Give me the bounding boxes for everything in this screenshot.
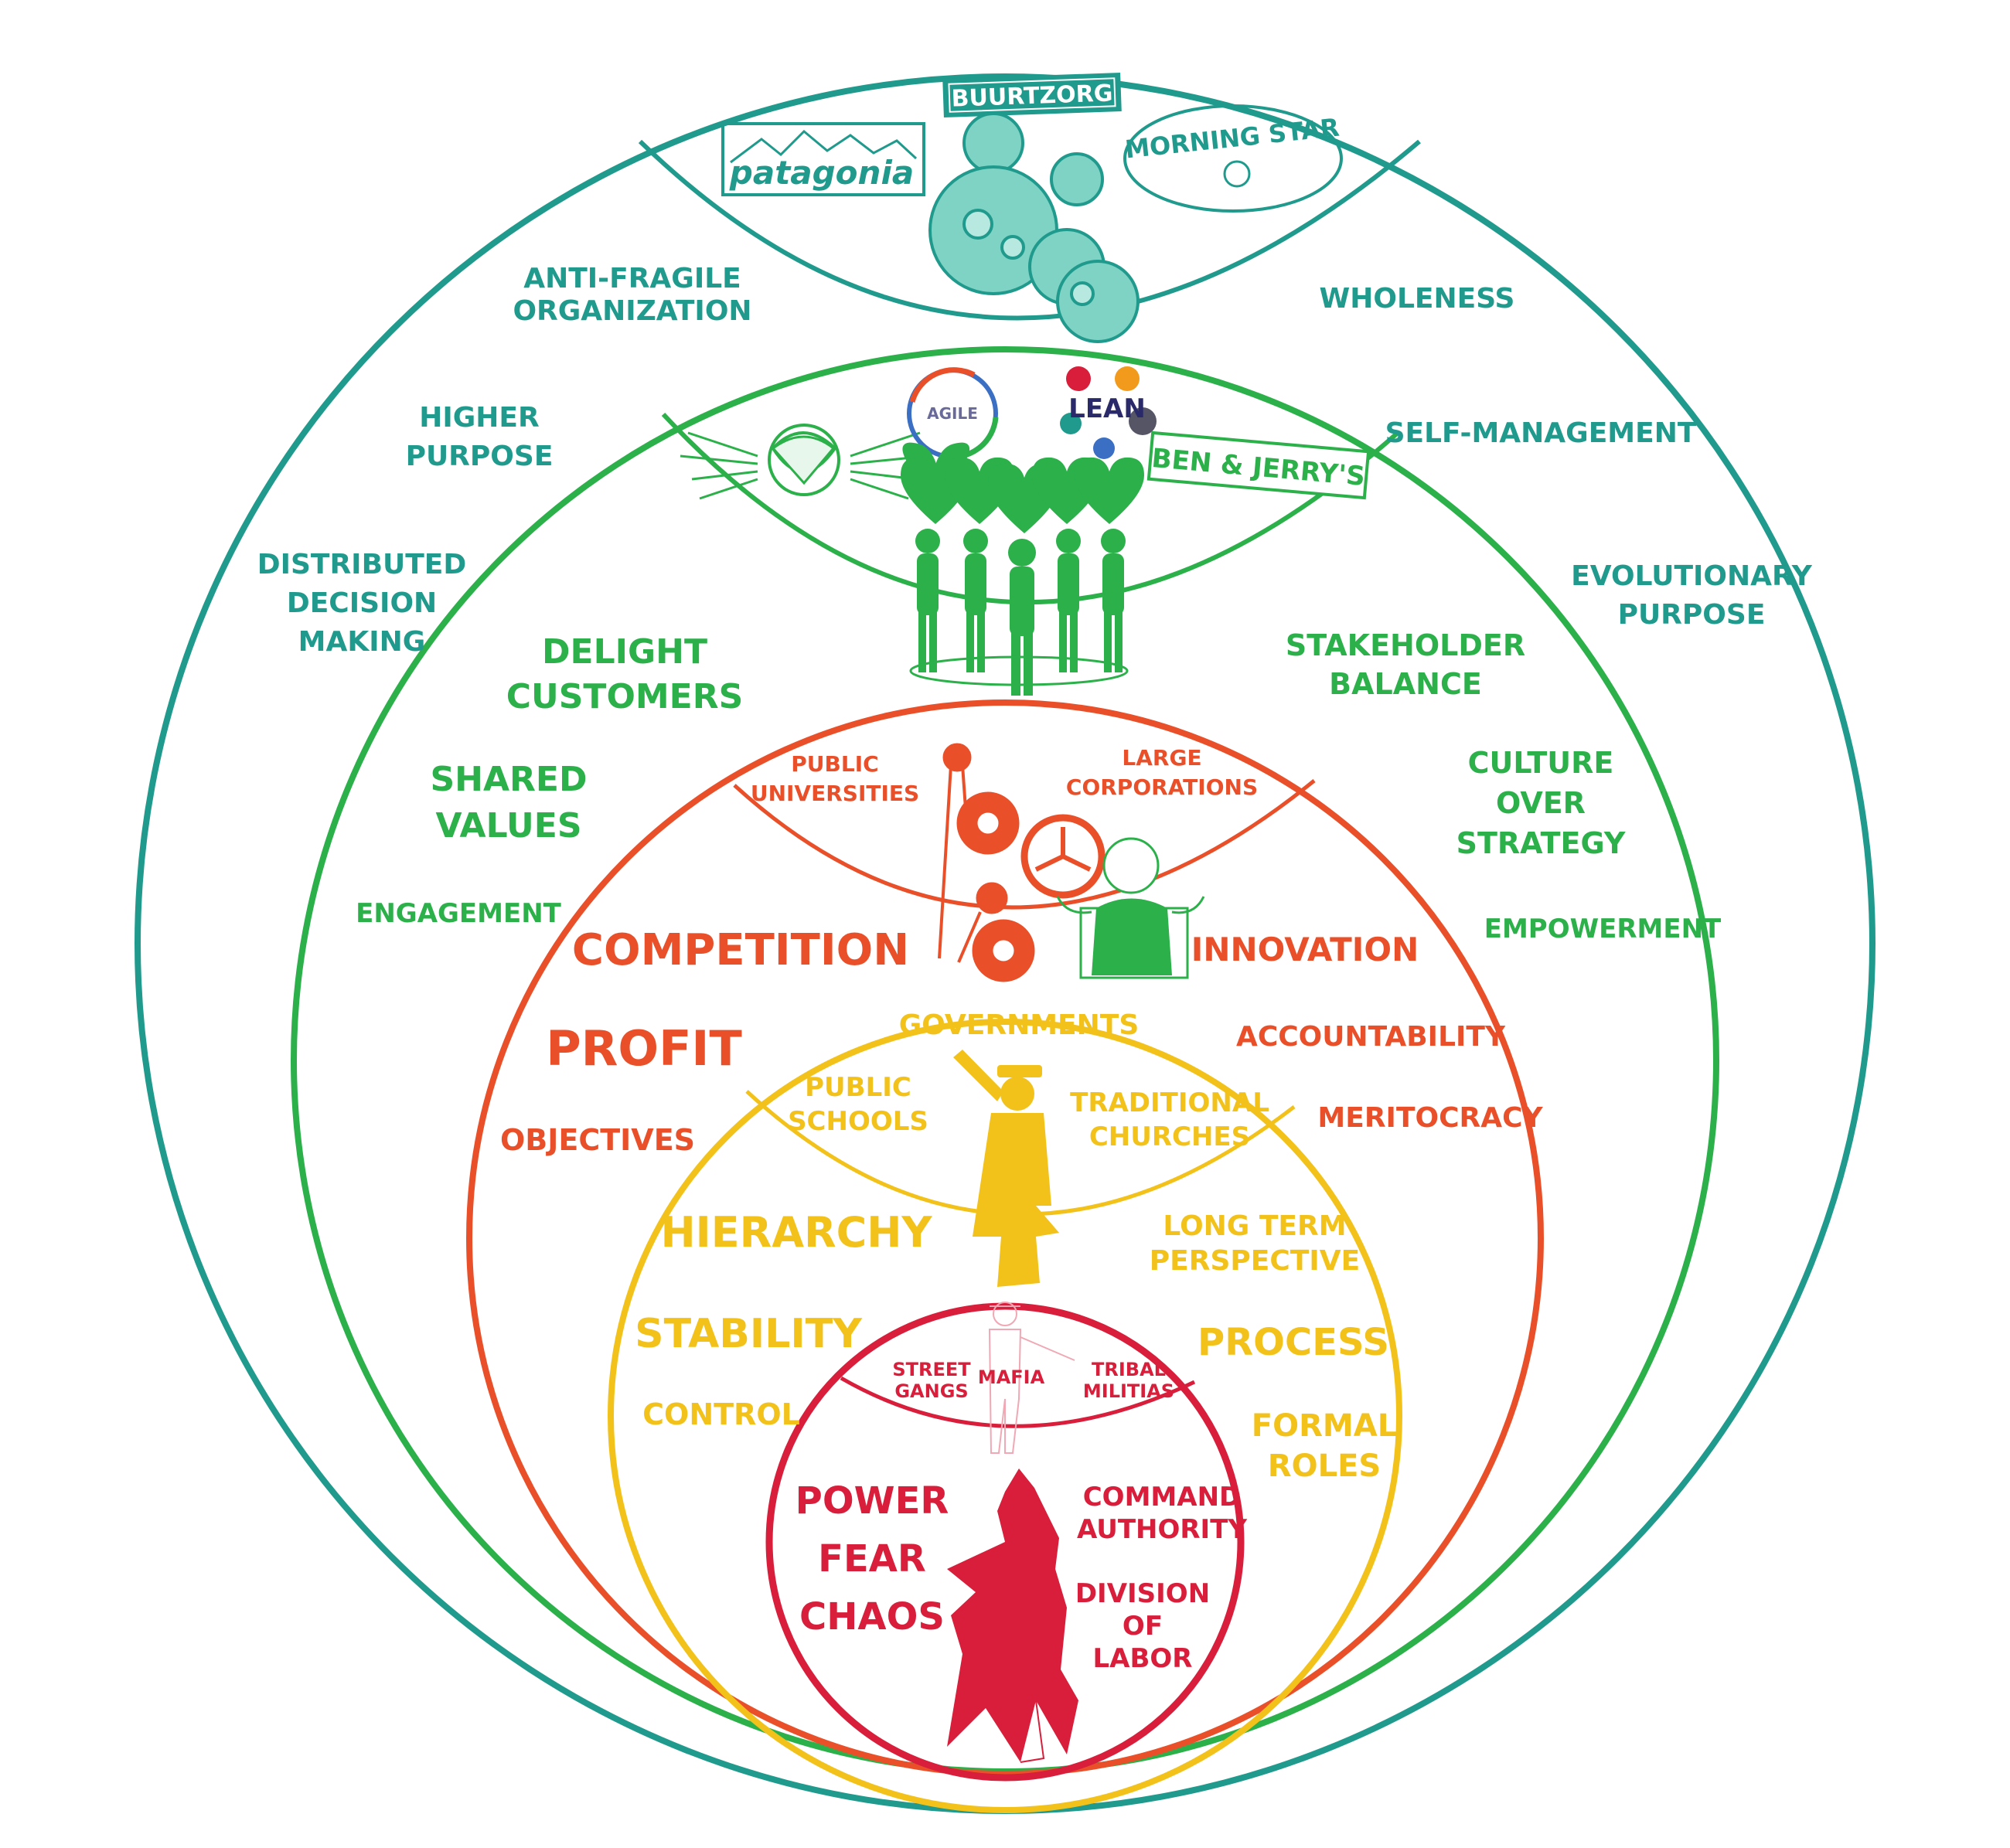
public-universities-line1: PUBLIC xyxy=(791,751,878,777)
power-label: POWER xyxy=(795,1479,949,1523)
orange-ring xyxy=(466,699,1544,1777)
division-line3: LABOR xyxy=(1093,1643,1193,1674)
shared-line2: VALUES xyxy=(435,806,581,846)
tribal-militias-line1: TRIBAL xyxy=(1092,1359,1166,1380)
patagonia-label: patagonia xyxy=(729,154,914,192)
shared-line1: SHARED xyxy=(430,760,587,799)
tribal-militias-line2: MILITIAS xyxy=(1083,1380,1174,1402)
agile-icon: AGILE xyxy=(907,367,999,460)
bubbles-icon xyxy=(928,112,1140,343)
distributed-line1: DISTRIBUTED xyxy=(257,549,467,580)
anti-fragile-line2: ORGANIZATION xyxy=(513,295,751,327)
churches-line2: CHURCHES xyxy=(1089,1121,1250,1152)
large-corporations-line1: LARGE xyxy=(1122,745,1201,771)
self-management-label: SELF-MANAGEMENT xyxy=(1385,417,1697,449)
wings-heart-icon xyxy=(680,424,928,500)
higher-purpose-line2: PURPOSE xyxy=(406,441,554,472)
control-label: CONTROL xyxy=(642,1397,800,1431)
soldier-figure-icon xyxy=(953,1050,1059,1287)
ben-jerrys-logo: BEN & JERRY'S xyxy=(1146,431,1371,500)
innovation-label: INNOVATION xyxy=(1191,931,1419,968)
engagement-label: ENGAGEMENT xyxy=(356,898,562,929)
objectives-label: OBJECTIVES xyxy=(500,1123,695,1157)
buurtzorg-badge: BUURTZORG xyxy=(942,73,1122,117)
higher-purpose-line1: HIGHER xyxy=(419,402,540,434)
yellow-ring xyxy=(608,1019,1402,1813)
formal-roles-line2: ROLES xyxy=(1268,1448,1381,1484)
teal-cap-arc xyxy=(638,139,1421,321)
division-line2: OF xyxy=(1123,1611,1163,1642)
public-universities-line2: UNIVERSITIES xyxy=(751,781,919,806)
people-hearts-icon xyxy=(901,442,1144,696)
empowerment-label: EMPOWERMENT xyxy=(1484,914,1722,944)
distributed-line3: MAKING xyxy=(298,626,426,658)
red-cap-arc xyxy=(840,1376,1196,1428)
culture-line2: OVER xyxy=(1496,786,1586,820)
churches-line1: TRADITIONAL xyxy=(1070,1087,1269,1118)
governments-label: GOVERNMENTS xyxy=(899,1009,1140,1041)
wholeness-label: WHOLENESS xyxy=(1320,283,1515,315)
street-gangs-line2: GANGS xyxy=(894,1380,968,1402)
orange-cap-arc xyxy=(733,779,1316,910)
patagonia-logo: patagonia xyxy=(721,122,925,196)
accountability-label: ACCOUNTABILITY xyxy=(1236,1021,1506,1053)
lean-icon: LEAN xyxy=(1060,366,1157,459)
division-line1: DIVISION xyxy=(1075,1578,1210,1609)
formal-roles-line1: FORMAL xyxy=(1252,1408,1397,1444)
chaos-label: CHAOS xyxy=(799,1595,945,1639)
public-schools-line1: PUBLIC xyxy=(805,1072,911,1103)
anti-fragile-line1: ANTI-FRAGILE xyxy=(523,263,741,294)
stakeholder-line2: BALANCE xyxy=(1329,667,1482,701)
distributed-line2: DECISION xyxy=(287,587,437,619)
command-line2: AUTHORITY xyxy=(1077,1514,1247,1545)
stability-label: STABILITY xyxy=(635,1311,863,1357)
long-term-line1: LONG TERM xyxy=(1163,1210,1346,1242)
delight-line1: DELIGHT xyxy=(542,632,707,672)
manager-figure-icon xyxy=(1056,837,1205,979)
evolutionary-line2: PURPOSE xyxy=(1618,599,1766,631)
meritocracy-label: MERITOCRACY xyxy=(1317,1102,1543,1134)
hierarchy-label: HIERARCHY xyxy=(660,1208,932,1257)
long-term-line2: PERSPECTIVE xyxy=(1150,1245,1360,1277)
fear-label: FEAR xyxy=(818,1537,926,1581)
public-schools-line2: SCHOOLS xyxy=(788,1106,928,1137)
large-corporations-line2: CORPORATIONS xyxy=(1066,774,1258,800)
lean-label: LEAN xyxy=(1068,393,1146,424)
gears-icon xyxy=(938,743,1106,982)
morning-star-logo: MORNING STAR xyxy=(1123,104,1343,213)
culture-line1: CULTURE xyxy=(1468,746,1614,780)
mafia-label: MAFIA xyxy=(978,1366,1045,1388)
competition-label: COMPETITION xyxy=(572,925,909,975)
process-label: PROCESS xyxy=(1197,1321,1389,1364)
command-line1: COMMAND xyxy=(1083,1482,1242,1513)
agile-label: AGILE xyxy=(927,404,978,423)
culture-line3: STRATEGY xyxy=(1456,826,1626,860)
buurtzorg-label: BUURTZORG xyxy=(951,80,1113,112)
profit-label: PROFIT xyxy=(546,1020,742,1077)
evolutionary-line1: EVOLUTIONARY xyxy=(1571,560,1813,592)
mafia-figure-icon xyxy=(988,1302,1075,1454)
stakeholder-line1: STAKEHOLDER xyxy=(1286,628,1525,662)
street-gangs-line1: STREET xyxy=(892,1359,971,1380)
delight-line2: CUSTOMERS xyxy=(506,677,744,716)
wolf-icon xyxy=(947,1469,1078,1763)
